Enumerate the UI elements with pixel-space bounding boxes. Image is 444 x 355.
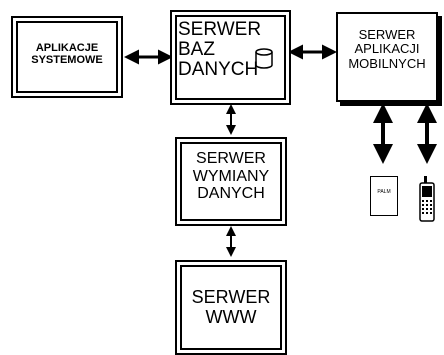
- box-serwer-baz-danych-label: SERWER BAZ DANYCH: [178, 19, 262, 80]
- box-serwer-wymiany-danych: SERWER WYMIANY DANYCH: [175, 137, 287, 226]
- box-serwer-www: SERWER WWW: [175, 260, 287, 355]
- box-serwer-baz-danych: SERWER BAZ DANYCH: [170, 10, 291, 105]
- database-icon: [255, 48, 273, 69]
- box-aplikacje-systemowe-label: APLIKACJE SYSTEMOWE: [31, 42, 103, 67]
- box-serwer-aplikacji-mobilnych: SERWER APLIKACJI MOBILNYCH: [336, 12, 438, 102]
- mobile-phone-icon: [419, 176, 435, 222]
- box-serwer-wymiany-danych-label: SERWER WYMIANY DANYCH: [192, 150, 270, 203]
- palm-device-icon: PALM: [370, 176, 398, 216]
- palm-label: PALM: [377, 189, 391, 195]
- connectors: [124, 44, 437, 257]
- box-serwer-aplikacji-mobilnych-label: SERWER APLIKACJI MOBILNYCH: [348, 27, 426, 71]
- box-serwer-www-label: SERWER WWW: [191, 287, 271, 327]
- box-aplikacje-systemowe: APLIKACJE SYSTEMOWE: [11, 16, 123, 98]
